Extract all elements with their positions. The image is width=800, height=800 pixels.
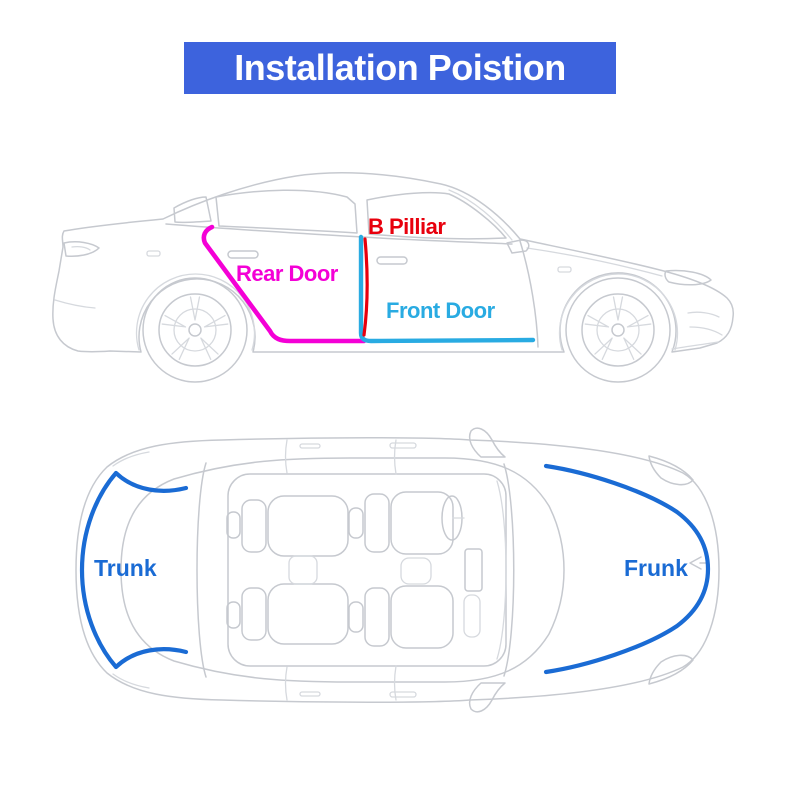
side-rear-door-window (215, 189, 358, 234)
label-rear-door: Rear Door (236, 261, 338, 286)
label-front-door: Front Door (386, 298, 495, 323)
front-repeater (557, 266, 572, 273)
side-body-outline (52, 171, 734, 353)
top-door-seams (284, 439, 397, 701)
top-handle-front-left (389, 442, 417, 449)
top-mirror-left (468, 427, 506, 458)
center-screen (464, 548, 483, 592)
side-hood-crease (526, 247, 663, 277)
side-mirror (506, 239, 530, 254)
steering-wheel (441, 495, 465, 541)
top-taillight-marks (112, 451, 150, 689)
rear-bumper-line (54, 299, 96, 309)
label-frunk: Frunk (624, 555, 688, 581)
top-handle-rear-right (299, 691, 321, 697)
trunk-seal-line (79, 470, 189, 670)
center-console (463, 594, 481, 638)
front-fender-lip (558, 273, 679, 351)
label-trunk: Trunk (94, 555, 157, 581)
side-beltline (165, 223, 513, 245)
top-mirror-right (468, 682, 506, 713)
tesla-logo-icon (689, 556, 708, 570)
title-banner: Installation Poistion (184, 42, 616, 94)
front-seats (348, 491, 454, 649)
side-view-car-drawing (52, 171, 734, 383)
rear-door-seal-line (201, 224, 367, 344)
rear-repeater (146, 250, 161, 257)
top-headlight-right (648, 654, 694, 685)
front-wheel (565, 277, 671, 383)
headlight (664, 269, 712, 286)
top-view-car-drawing (75, 427, 720, 713)
side-front-door-handle (376, 256, 408, 265)
side-a-pillar-line (448, 189, 513, 241)
side-front-door-seam (519, 240, 539, 348)
label-b-pillar: B Pilliar (368, 214, 446, 239)
rear-wheel (142, 277, 248, 383)
b-pillar-seal-line (362, 237, 369, 337)
side-front-door-window (366, 191, 507, 240)
top-windshield-bow (503, 463, 515, 677)
top-handle-rear-left (299, 443, 321, 449)
top-handle-front-right (389, 691, 417, 698)
front-door-seal-line (358, 234, 536, 344)
top-greenhouse-outline (120, 457, 565, 683)
side-quarter-window (173, 196, 212, 224)
page-title: Installation Poistion (234, 47, 566, 88)
frunk-seal-line (543, 463, 711, 675)
front-bumper-lines (671, 311, 723, 350)
rear-seats (226, 495, 349, 645)
top-body-outline (75, 437, 720, 703)
top-rear-glass-bow (196, 462, 207, 678)
side-rear-door-handle (227, 250, 259, 259)
taillight (63, 241, 100, 257)
top-headlight-left (648, 455, 694, 486)
top-dash-line (496, 480, 507, 660)
taillight-inner (71, 245, 91, 251)
rear-fender-lip (135, 273, 256, 351)
